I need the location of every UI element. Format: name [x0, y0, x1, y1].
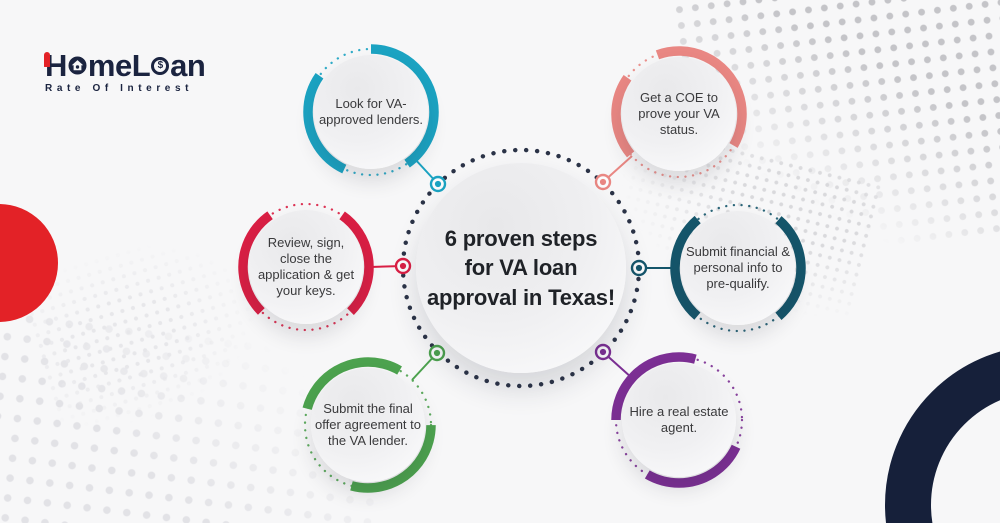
step-label: Submit financial & personal info to pre-…	[685, 243, 791, 292]
ring-arc-top-right	[611, 46, 747, 182]
step-label: Look for VA-approved lenders.	[318, 95, 424, 127]
step-circle-right: Submit financial & personal info to pre-…	[681, 211, 795, 325]
node-bottom-left	[428, 344, 446, 362]
logo-letters-an: an	[170, 48, 206, 83]
ring-arc-bottom-right	[611, 352, 747, 488]
node-right	[630, 259, 648, 277]
ring-dotted-bottom-left	[303, 360, 433, 490]
step-circle-left: Review, sign, close the application & ge…	[249, 210, 363, 324]
hub-title-line-1: 6 proven steps	[444, 226, 598, 252]
step-circle-bottom-right: Hire a real estate agent.	[622, 363, 736, 477]
logo-tagline: Rate Of Interest	[45, 83, 194, 94]
dollar-icon: $	[151, 56, 170, 75]
step-label: Submit the final offer agreement to the …	[315, 400, 421, 449]
step-circle-top-right: Get a COE to prove your VA status.	[622, 57, 736, 171]
node-top-left	[429, 175, 447, 193]
ring-arc-top-left	[303, 44, 439, 180]
step-circle-bottom-left: Submit the final offer agreement to the …	[311, 368, 425, 482]
step-label: Get a COE to prove your VA status.	[638, 89, 720, 138]
ring-dotted-bottom-right	[614, 355, 744, 485]
node-left	[394, 257, 412, 275]
logo-letter-h: H	[44, 48, 67, 83]
ring-arc-left	[238, 199, 374, 335]
connector-nodes	[394, 173, 648, 362]
satellite-rings	[238, 44, 806, 493]
node-top-right	[594, 173, 612, 191]
central-hub-circle: 6 proven steps for VA loan approval in T…	[416, 163, 626, 373]
step-label: Review, sign, close the application & ge…	[257, 234, 355, 299]
hub-title-line-2: for VA loan	[464, 255, 578, 281]
ring-arc-right	[670, 200, 806, 336]
step-circle-top-left: Look for VA-approved lenders.	[314, 55, 428, 169]
logo-letters-me: me	[87, 48, 132, 83]
hub-title-line-3: approval in Texas!	[427, 284, 615, 310]
node-bottom-right	[594, 343, 612, 361]
logo-letter-l: L	[131, 48, 151, 83]
ring-arc-bottom-left	[300, 357, 436, 493]
house-icon	[68, 56, 87, 75]
step-label: Hire a real estate agent.	[629, 403, 729, 435]
hub-title: 6 proven steps for VA loan approval in T…	[427, 224, 615, 312]
